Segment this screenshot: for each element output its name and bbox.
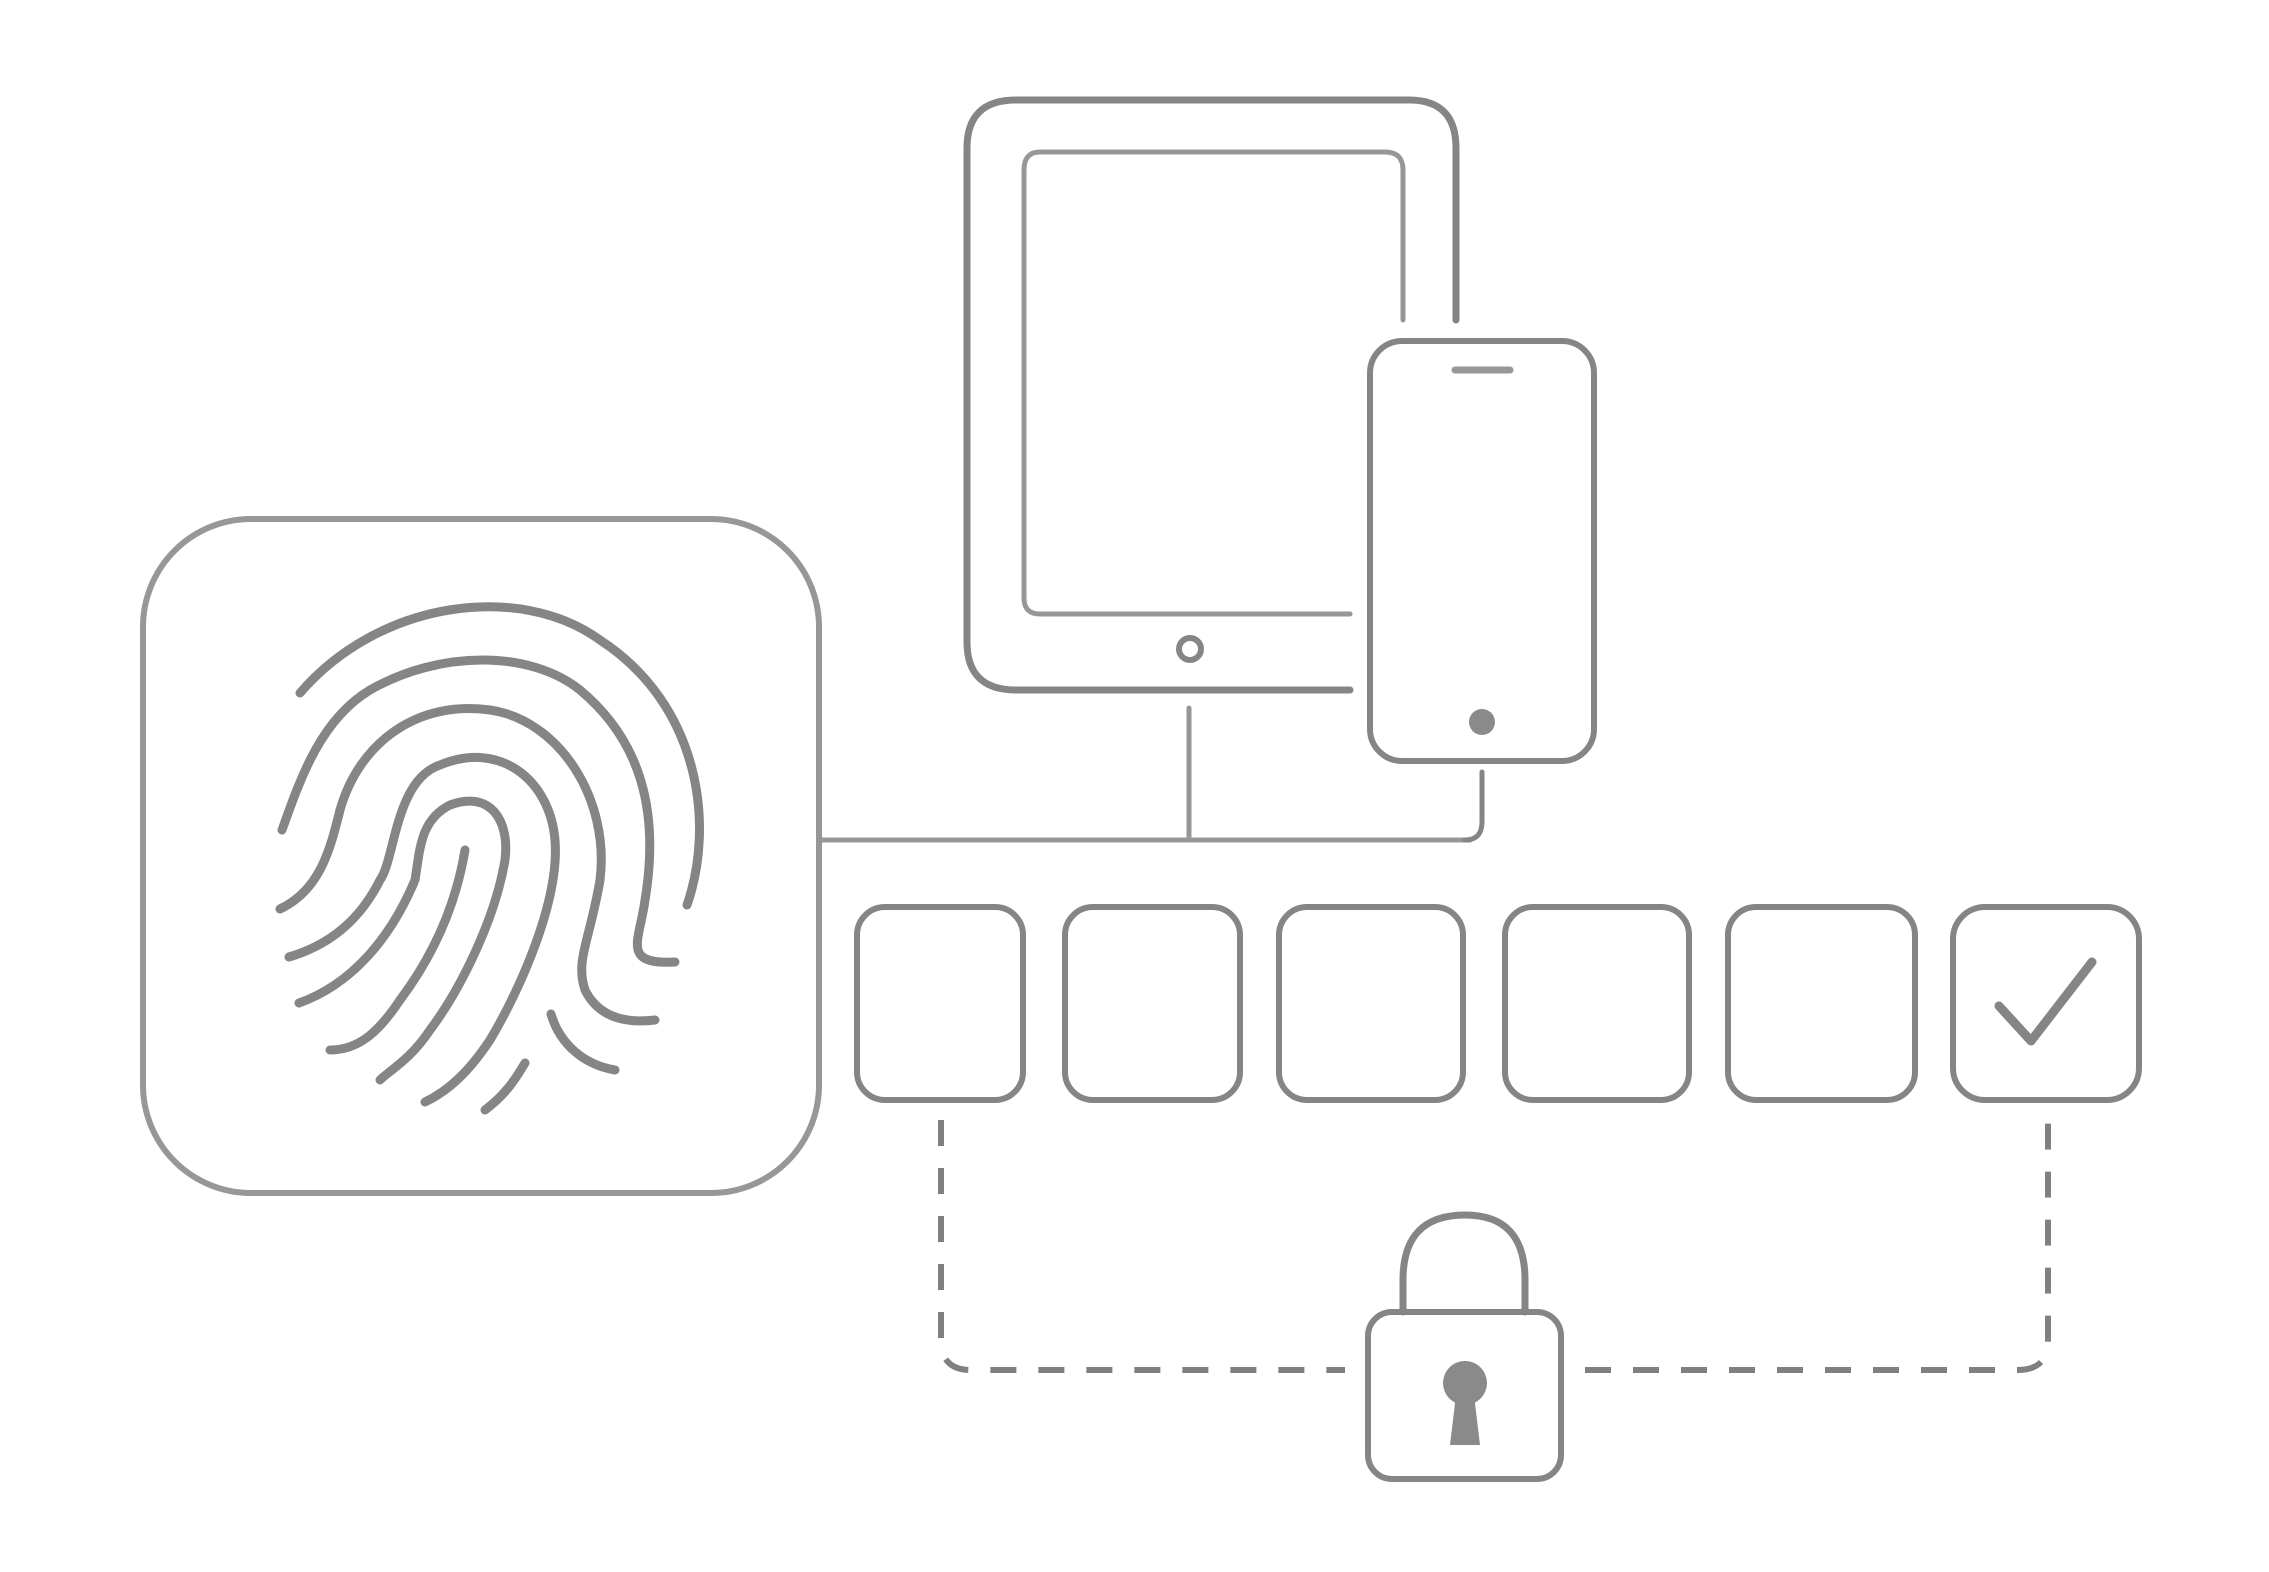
smartphone — [1367, 338, 1597, 764]
phone-connector — [1462, 769, 1485, 843]
fingerprint-icon — [275, 602, 704, 1115]
padlock-icon — [1365, 1211, 1564, 1482]
code-box-6 — [1950, 904, 2142, 1103]
code-boxes — [854, 904, 2142, 1103]
checkmark-icon — [1994, 957, 2097, 1046]
dashed-connector-right — [1585, 1120, 2051, 1373]
dashed-connector-left — [938, 1120, 1345, 1373]
dashed-connectors — [938, 1120, 2051, 1373]
code-box-3 — [1276, 904, 1466, 1103]
padlock-body — [1365, 1309, 1564, 1482]
code-box-5 — [1725, 904, 1918, 1103]
smartphone-home-button — [1469, 709, 1495, 735]
connector-lines — [816, 705, 1485, 843]
code-box-1 — [854, 904, 1026, 1103]
code-box-2 — [1062, 904, 1243, 1103]
keyhole-icon — [1443, 1361, 1487, 1445]
tablet-home-button — [1176, 635, 1204, 663]
smartphone-frame — [1367, 338, 1597, 764]
tablet — [963, 96, 1460, 694]
tablet-screen — [1021, 149, 1406, 617]
fingerprint-card-frame — [140, 516, 822, 1196]
fingerprint-card — [140, 516, 822, 1196]
code-box-4 — [1502, 904, 1692, 1103]
padlock-shackle — [1399, 1211, 1529, 1316]
tablet-outer-frame — [963, 96, 1460, 694]
